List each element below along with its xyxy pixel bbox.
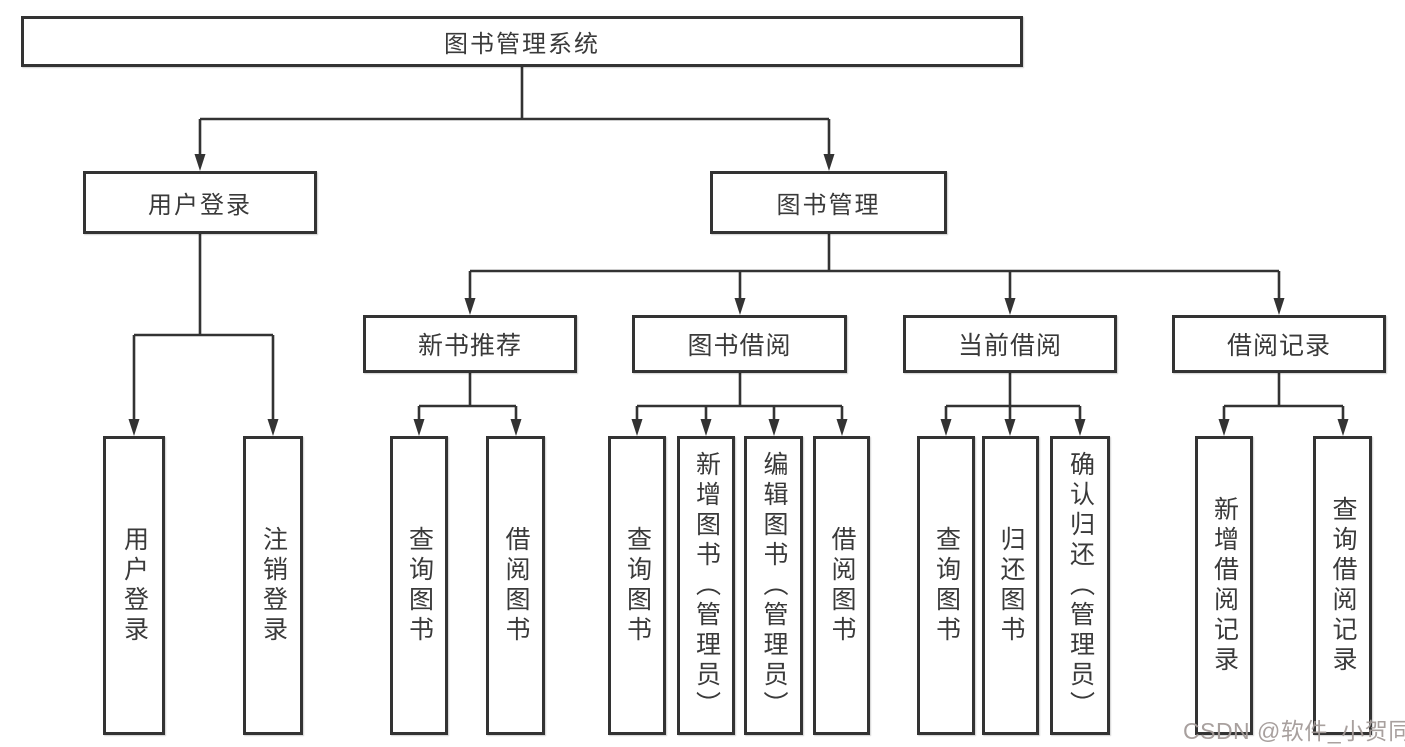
leaf-add-borrow-record: 新增借阅记录 bbox=[1195, 436, 1253, 735]
leaf-query-books-3: 查询图书 bbox=[917, 436, 975, 735]
leaf-query-borrow-record: 查询借阅记录 bbox=[1313, 436, 1372, 735]
leaf-edit-books-admin: 编辑图书（管理员） bbox=[744, 436, 803, 735]
node-label: 图书管理系统 bbox=[444, 31, 600, 58]
node-label: 当前借阅 bbox=[957, 332, 1062, 360]
node-label: 注销登录 bbox=[259, 525, 288, 646]
node-current-borrowing: 当前借阅 bbox=[903, 315, 1117, 373]
node-label: 编辑图书（管理员） bbox=[760, 450, 788, 721]
node-label: 新增图书（管理员） bbox=[692, 450, 721, 721]
leaf-return-books: 归还图书 bbox=[982, 436, 1039, 735]
leaf-query-books-2: 查询图书 bbox=[608, 436, 666, 735]
node-label: 借阅图书 bbox=[502, 525, 530, 646]
node-new-book-recommendation: 新书推荐 bbox=[363, 315, 577, 373]
node-label: 查询图书 bbox=[932, 525, 961, 646]
node-user-login: 用户登录 bbox=[83, 171, 317, 234]
node-label: 确认归还（管理员） bbox=[1066, 450, 1095, 721]
csdn-watermark: CSDN @软件_小贺同学 bbox=[1183, 718, 1405, 744]
node-library-management-system: 图书管理系统 bbox=[21, 16, 1023, 67]
leaf-add-books-admin: 新增图书（管理员） bbox=[677, 436, 735, 735]
node-label: 归还图书 bbox=[997, 525, 1025, 646]
node-label: 查询图书 bbox=[623, 525, 652, 646]
node-label: 查询图书 bbox=[405, 525, 434, 646]
leaf-confirm-return-admin: 确认归还（管理员） bbox=[1050, 436, 1110, 735]
node-label: 查询借阅记录 bbox=[1329, 495, 1357, 676]
node-label: 用户登录 bbox=[120, 525, 149, 646]
node-label: 借阅记录 bbox=[1226, 332, 1331, 360]
leaf-borrow-books-2: 借阅图书 bbox=[813, 436, 870, 735]
node-label: 借阅图书 bbox=[828, 525, 856, 646]
node-label: 用户登录 bbox=[148, 192, 252, 219]
node-book-management: 图书管理 bbox=[710, 171, 947, 234]
leaf-borrow-books-1: 借阅图书 bbox=[486, 436, 545, 735]
node-label: 新书推荐 bbox=[417, 332, 522, 360]
leaf-logout: 注销登录 bbox=[243, 436, 303, 735]
leaf-user-login: 用户登录 bbox=[103, 436, 165, 735]
node-label: 图书借阅 bbox=[687, 332, 792, 360]
node-label: 新增借阅记录 bbox=[1210, 495, 1239, 676]
node-borrowing-records: 借阅记录 bbox=[1172, 315, 1386, 373]
node-book-borrowing: 图书借阅 bbox=[632, 315, 847, 373]
leaf-query-books-1: 查询图书 bbox=[390, 436, 448, 735]
node-label: 图书管理 bbox=[776, 192, 881, 219]
